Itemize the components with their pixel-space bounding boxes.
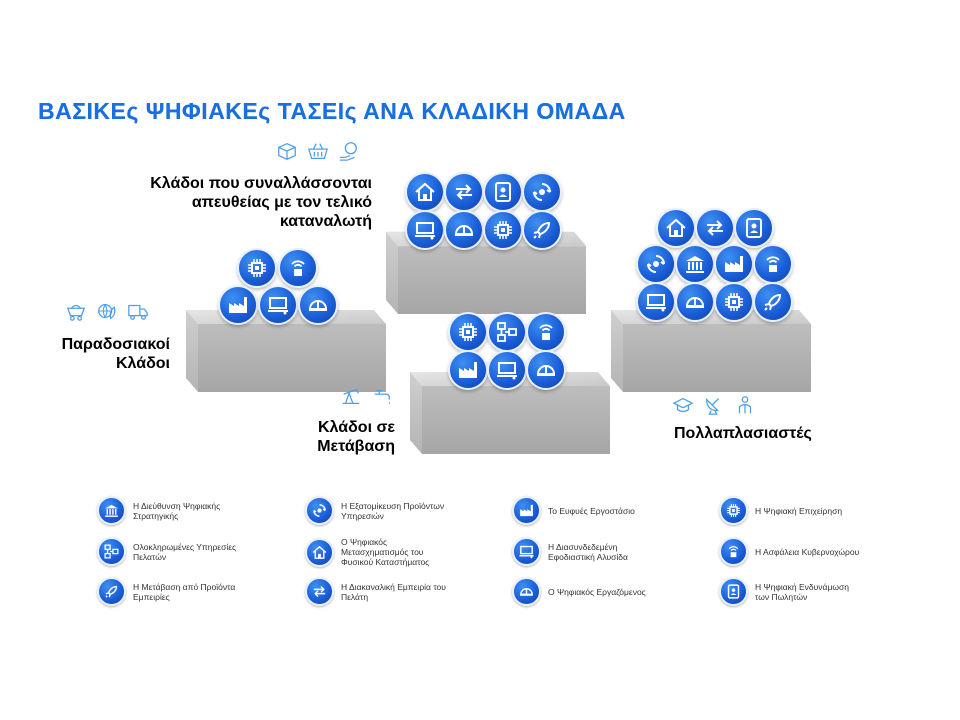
- mining-cart-icon: [66, 304, 86, 321]
- traditional-chip-icon: [237, 248, 277, 288]
- transition-lockwifi-icon: [526, 312, 566, 352]
- multipliers-home-icon: [656, 208, 696, 248]
- transition-small-icons: [340, 385, 393, 407]
- consumer-rocket-icon: [522, 210, 562, 250]
- multipliers-group-label: Πολλαπλασιαστές: [674, 424, 834, 443]
- laptop-network-icon: [512, 537, 541, 566]
- traditional-group-label: Παραδοσιακοί Κλάδοι: [40, 335, 170, 373]
- consumer-laptop-icon: [405, 210, 445, 250]
- transition-chip-icon: [448, 312, 488, 352]
- institution-icon: [97, 496, 126, 525]
- basket-icon: [307, 143, 329, 159]
- transition-network-icon: [487, 312, 527, 352]
- multipliers-arrows-icon: [695, 208, 735, 248]
- multipliers-tablet-icon: [734, 208, 774, 248]
- multipliers-label-line1: Πολλαπλασιαστές: [674, 425, 812, 442]
- consumer-arrows-icon: [444, 172, 484, 212]
- multipliers-laptop-icon: [636, 282, 676, 322]
- factory-icon: [512, 496, 541, 525]
- oil-pump-icon: [342, 388, 360, 404]
- consumer-helmet-icon: [444, 210, 484, 250]
- truck-icon: [128, 304, 148, 320]
- traditional-laptop-icon: [258, 285, 298, 325]
- consumer-chip-icon: [483, 210, 523, 250]
- globe-leaf-icon: [98, 303, 116, 320]
- helmet-icon: [512, 577, 541, 606]
- faucet-icon: [374, 389, 390, 405]
- transition-helmet-icon: [526, 350, 566, 390]
- multipliers-small-icons: [672, 394, 756, 416]
- home-icon: [305, 537, 334, 567]
- consumer-tablet-icon: [483, 172, 523, 212]
- legend-label: Η Ασφάλεια Κυβερνοχώρου: [755, 546, 860, 557]
- traditional-helmet-icon: [298, 285, 338, 325]
- multipliers-helmet-icon: [675, 282, 715, 322]
- consumer-small-icons: [276, 140, 360, 162]
- legend-item-smart-factory: Το Ευφυές Εργοστάσιο: [512, 496, 702, 525]
- transition-label-line1: Κλάδοι σε: [318, 419, 395, 436]
- multipliers-institution-icon: [675, 244, 715, 284]
- transition-factory-icon: [448, 350, 488, 390]
- multipliers-recycle-icon: [636, 244, 676, 284]
- lock-wifi-icon: [719, 537, 748, 566]
- consumer-group-label: Κλάδοι που συναλλάσσονται απευθείας με τ…: [120, 174, 372, 231]
- transition-laptop-icon: [487, 350, 527, 390]
- consumer-home-icon: [405, 172, 445, 212]
- multipliers-lockwifi-icon: [753, 244, 793, 284]
- tablet-person-icon: [719, 577, 748, 606]
- page-title: ΒΑΣΙΚΕς ΨΗΦΙΑΚΕς ΤΑΣΕΙς ΑΝΑ ΚΛΑΔΙΚΗ ΟΜΑΔ…: [38, 98, 626, 124]
- hand-globe-icon: [339, 142, 357, 161]
- consumer-label-line2: απευθείας με τον τελικό: [191, 194, 372, 211]
- multipliers-rocket-icon: [753, 282, 793, 322]
- legend-label: Ο Ψηφιακός Εργαζόμενος: [548, 586, 646, 597]
- legend-label: Η Ψηφιακή Επιχείρηση: [755, 505, 843, 516]
- traditional-small-icons: [65, 300, 149, 322]
- traditional-label-line1: Παραδοσιακοί: [61, 336, 170, 353]
- traditional-label-line2: Κλάδοι: [115, 355, 170, 372]
- transition-label-line2: Μετάβαση: [317, 438, 395, 455]
- legend-item-digital-business: Η Ψηφιακή Επιχείρηση: [719, 496, 909, 525]
- consumer-recycle-icon: [522, 172, 562, 212]
- consumer-label-line1: Κλάδοι που συναλλάσσονται: [150, 175, 372, 192]
- consumer-label-line3: καταναλωτή: [279, 213, 372, 230]
- satellite-dish-icon: [706, 397, 720, 415]
- graduation-cap-icon: [672, 397, 694, 413]
- legend-item-digital-worker: Ο Ψηφιακός Εργαζόμενος: [512, 577, 702, 606]
- box-icon: [278, 142, 296, 160]
- people-idea-icon: [738, 396, 752, 414]
- legend-label: Το Ευφυές Εργοστάσιο: [548, 505, 635, 516]
- transition-group-label: Κλάδοι σε Μετάβαση: [305, 418, 395, 456]
- network-icon: [97, 537, 126, 566]
- multipliers-chip-icon: [714, 282, 754, 322]
- traditional-factory-icon: [218, 285, 258, 325]
- legend-item-cybersecurity: Η Ασφάλεια Κυβερνοχώρου: [719, 537, 909, 566]
- chip-icon: [719, 496, 748, 525]
- arrows-icon: [305, 577, 334, 606]
- traditional-lockwifi-icon: [278, 248, 318, 288]
- rocket-icon: [97, 577, 126, 606]
- multipliers-factory-icon: [714, 244, 754, 284]
- recycle-icon: [305, 496, 334, 525]
